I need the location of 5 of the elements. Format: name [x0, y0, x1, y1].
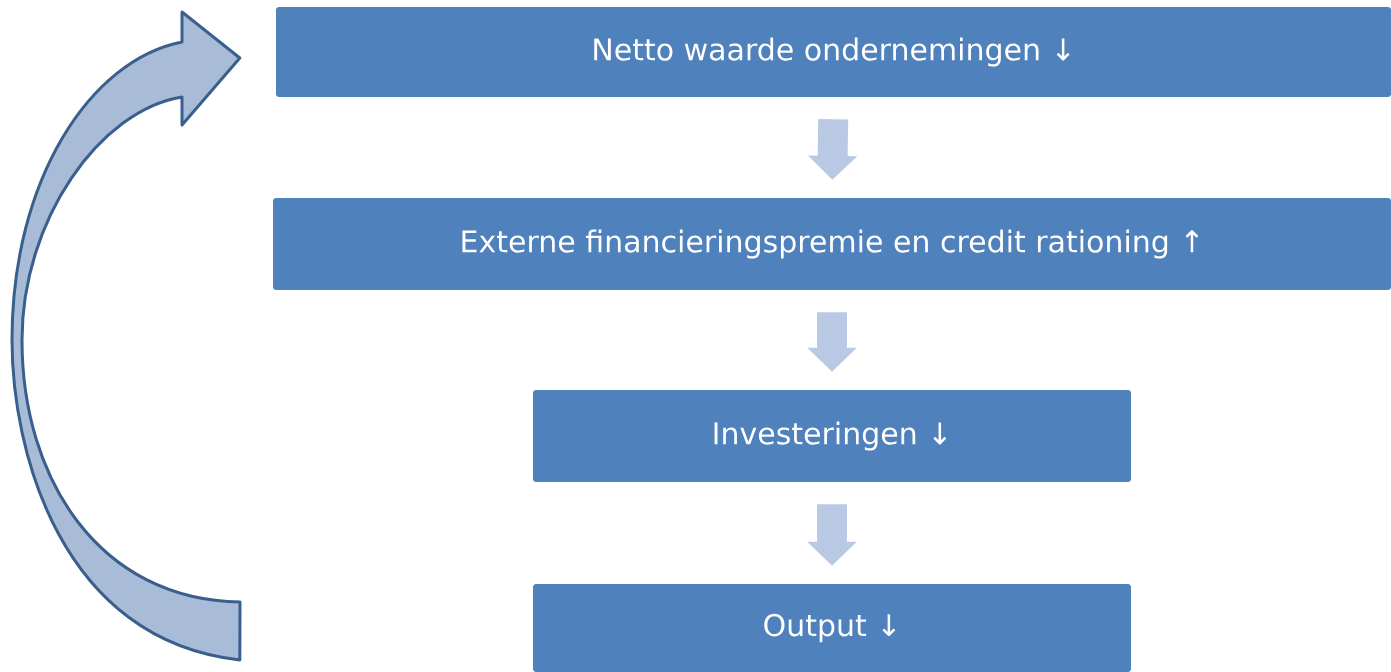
process-box: Netto waarde ondernemingen ↓ — [276, 7, 1391, 97]
process-box: Externe financieringspremie en credit rationing ↑ — [273, 198, 1391, 290]
process-box: Output ↓ — [533, 584, 1131, 672]
process-box: Investeringen ↓ — [533, 390, 1131, 482]
curved-arrow — [10, 10, 242, 662]
